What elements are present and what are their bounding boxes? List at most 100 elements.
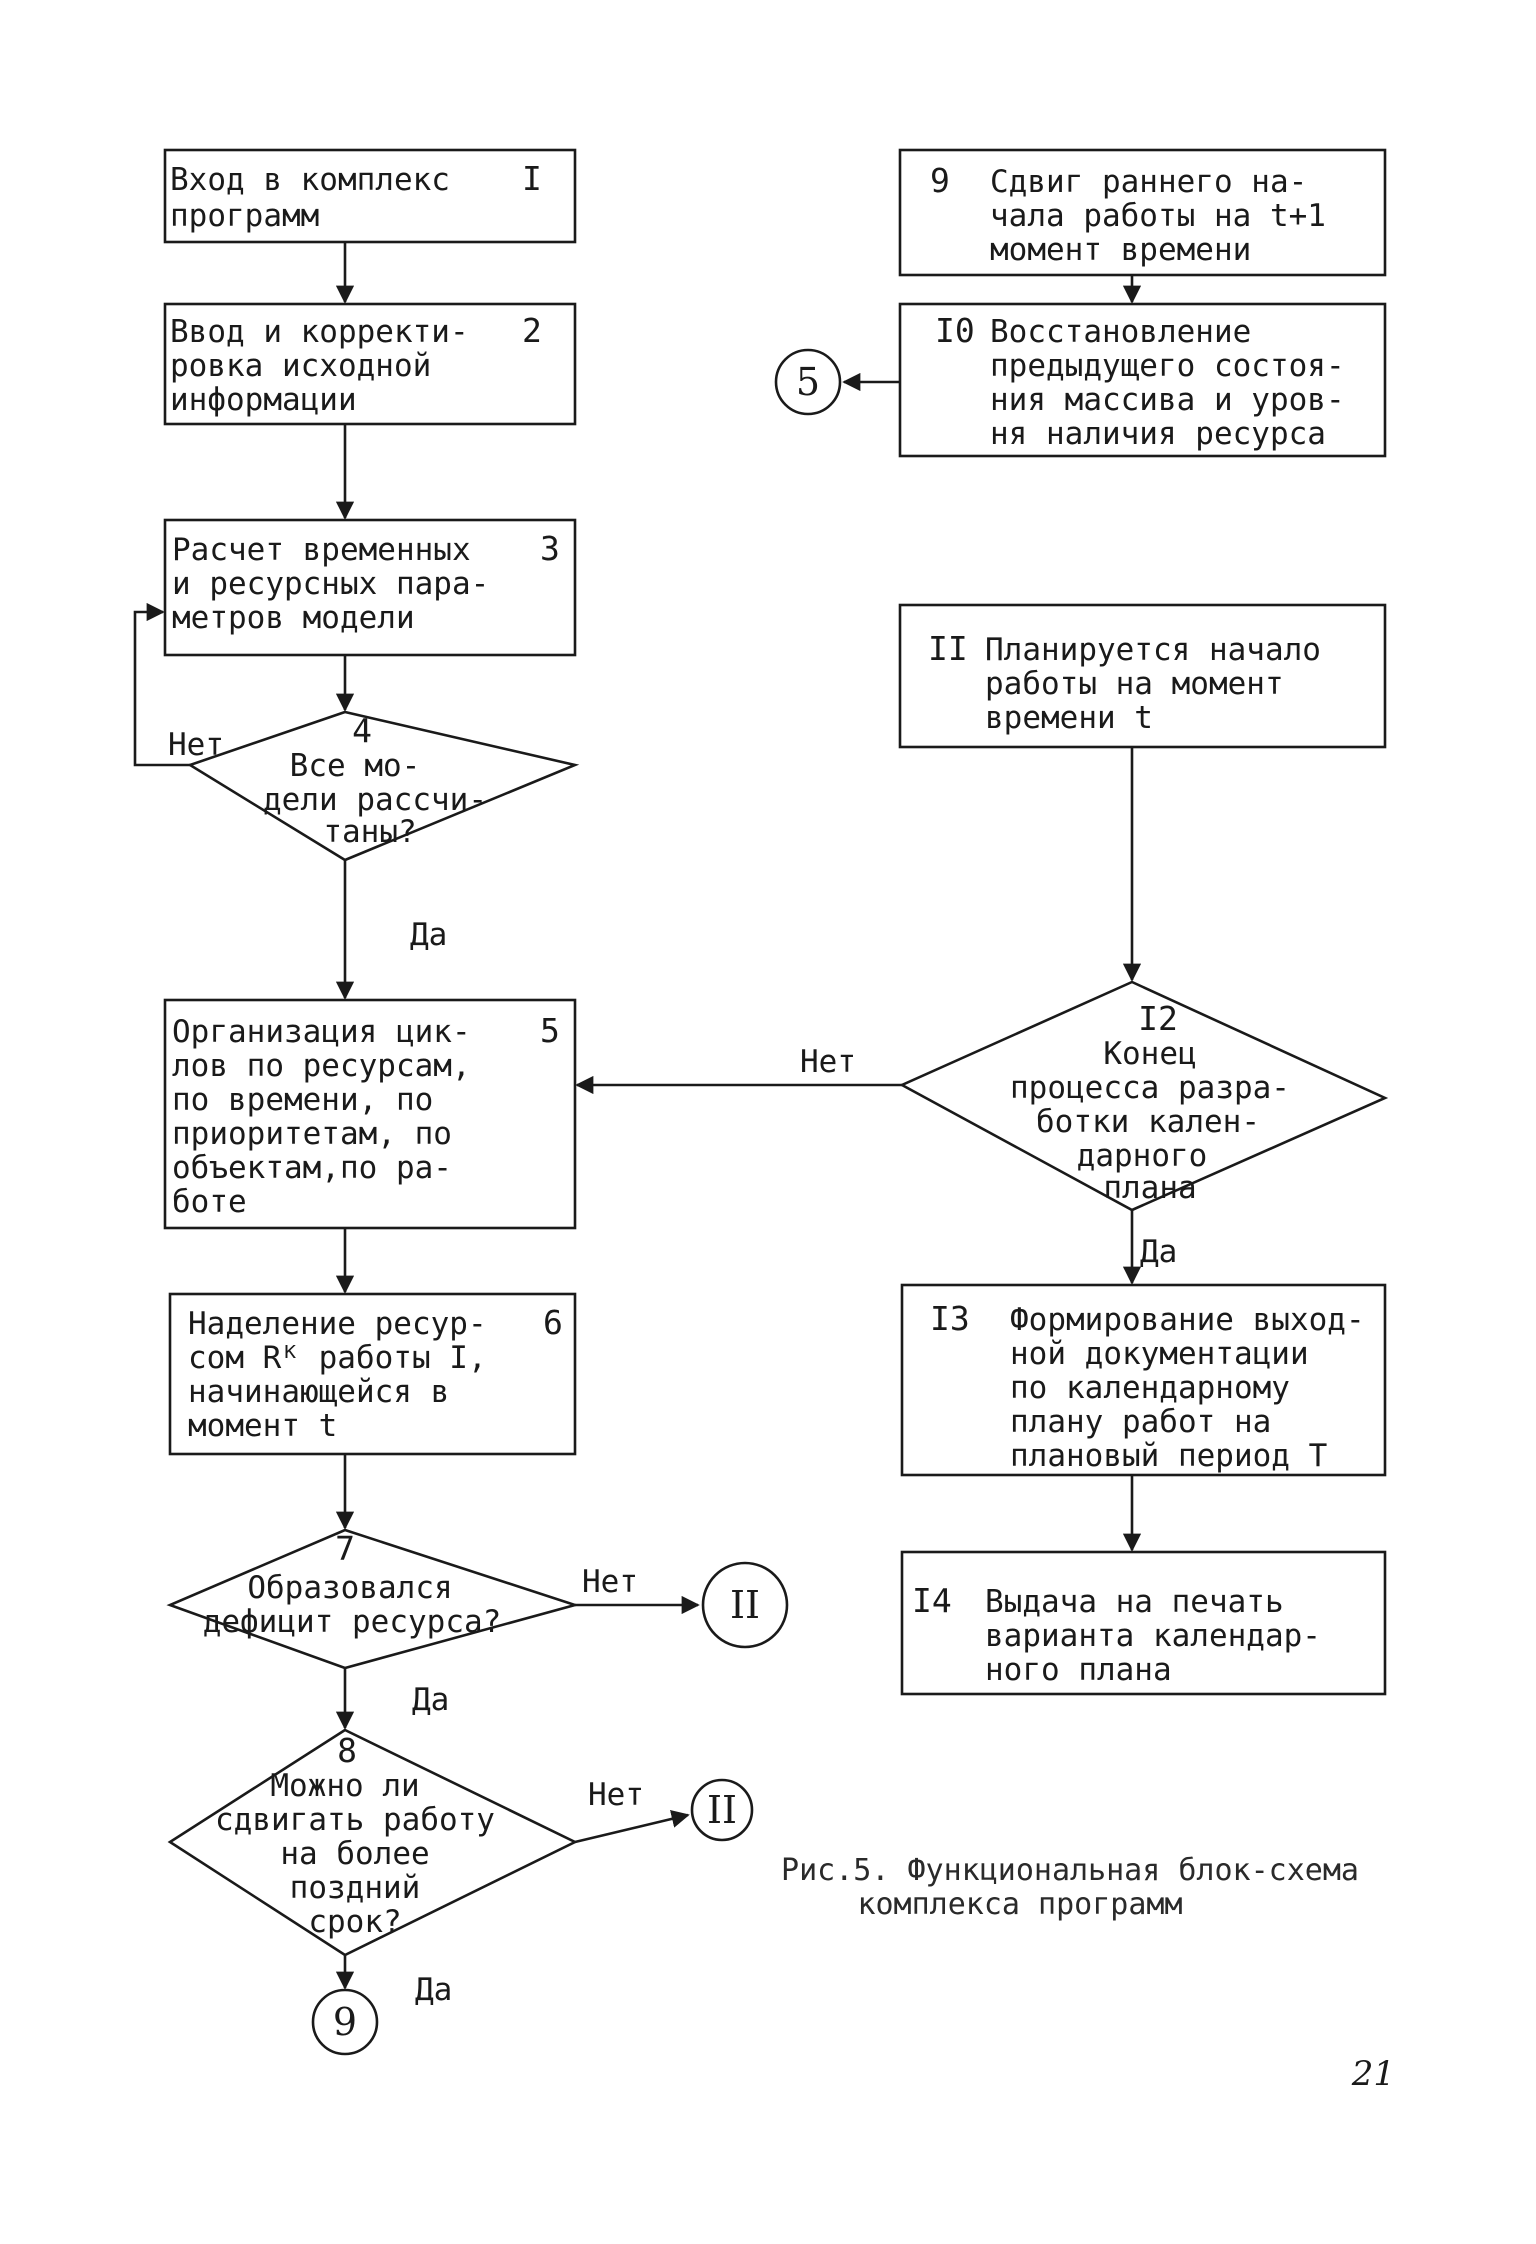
block-11-line-3: времени t	[985, 700, 1153, 736]
connector-11-a-label: II	[730, 1583, 760, 1627]
block-5-number: 5	[540, 1011, 560, 1050]
block-3-line-3: метров модели	[172, 600, 415, 636]
decision-4-no-label: Нет	[168, 727, 224, 763]
block-6-line-1: Наделение ресур-	[188, 1306, 487, 1342]
block-11-plan-start: II Планируется начало работы на момент в…	[898, 603, 1387, 749]
decision-4-line-2: дели рассчи-	[263, 782, 487, 818]
figure-caption-line-2: комплекса программ	[857, 1887, 1182, 1922]
connector-11-a: II	[701, 1561, 789, 1649]
block-5-line-2: лов по ресурсам,	[172, 1048, 471, 1084]
block-6-resource-allocation: Наделение ресур- сом Rᴷ работы I, начина…	[168, 1292, 577, 1456]
decision-8-line-2: сдвигать работу	[215, 1802, 495, 1838]
decision-12-no-label: Нет	[800, 1044, 856, 1080]
decision-12-number: I2	[1138, 999, 1178, 1038]
decision-7-line-2: дефицит ресурса?	[203, 1604, 502, 1640]
decision-7-line-1: Образовался	[247, 1570, 452, 1606]
block-2-line-3: информации	[170, 382, 357, 418]
decision-8-line-1: Можно ли	[270, 1768, 419, 1804]
decision-7-no-label: Нет	[582, 1564, 638, 1600]
block-2-line-2: ровка исходной	[170, 348, 431, 384]
block-2-data-input: Ввод и корректи- ровка исходной информац…	[163, 302, 577, 426]
decision-4-number: 4	[352, 711, 372, 750]
decision-7-number: 7	[335, 1529, 355, 1568]
decision-12-line-4: дарного	[1077, 1138, 1208, 1174]
block-13-number: I3	[930, 1299, 970, 1338]
block-14-line-3: ного плана	[985, 1652, 1172, 1688]
block-10-line-2: предыдущего состоя-	[990, 348, 1345, 384]
block-9-line-1: Сдвиг раннего на-	[990, 164, 1307, 200]
edge-8-no	[574, 1809, 690, 1844]
decision-8-line-5: срок?	[308, 1904, 401, 1940]
block-2-line-1: Ввод и корректи-	[170, 314, 469, 350]
decision-8-yes-label: Да	[415, 1972, 452, 2008]
decision-7-yes-label: Да	[412, 1682, 449, 1718]
block-5-cycle-organization: Организация цик- лов по ресурсам, по вре…	[163, 998, 577, 1230]
decision-4-all-models-calculated: 4 Все мо- дели рассчи- таны?	[186, 710, 580, 862]
block-3-line-1: Расчет временных	[172, 532, 471, 568]
decision-12-plan-complete: I2 Конец процесса разра- ботки кален- да…	[899, 980, 1389, 1212]
block-6-line-2: сом Rᴷ работы I,	[188, 1340, 487, 1376]
decision-7-resource-deficit: 7 Образовался дефицит ресурса?	[166, 1528, 580, 1670]
decision-4-yes-label: Да	[410, 917, 447, 953]
block-13-line-4: плану работ на	[1010, 1404, 1271, 1440]
block-6-line-4: момент t	[188, 1408, 337, 1444]
block-1-number: I	[522, 159, 542, 198]
figure-caption-line-1: Рис.5. Функциональная блок-схема	[781, 1853, 1359, 1888]
block-9-line-3: момент времени	[990, 232, 1251, 268]
decision-12-line-2: процесса разра-	[1010, 1070, 1290, 1106]
block-10-line-3: ния массива и уров-	[990, 382, 1345, 418]
block-13-line-2: ной документации	[1010, 1336, 1309, 1372]
block-3-model-calculation: Расчет временных и ресурсных пара- метро…	[163, 518, 577, 657]
page-number: 21	[1351, 2054, 1395, 2094]
connector-5-label: 5	[796, 360, 820, 404]
decision-8-no-label: Нет	[588, 1777, 644, 1813]
block-13-line-1: Формирование выход-	[1010, 1302, 1365, 1338]
decision-8-line-4: поздний	[290, 1870, 421, 1906]
block-13-output-documents: I3 Формирование выход- ной документации …	[900, 1283, 1387, 1477]
block-14-line-2: варианта календар-	[985, 1618, 1321, 1654]
decision-4-line-1: Все мо-	[290, 748, 421, 784]
block-6-number: 6	[543, 1303, 563, 1342]
decision-12-yes-label: Да	[1140, 1234, 1177, 1270]
block-1-line-2: программ	[170, 198, 319, 234]
block-2-number: 2	[522, 311, 542, 350]
block-9-number: 9	[930, 161, 950, 200]
block-14-print-plan: I4 Выдача на печать варианта календар- н…	[900, 1550, 1387, 1696]
decision-8-number: 8	[337, 1731, 357, 1770]
block-11-number: II	[928, 629, 968, 668]
block-5-line-4: приоритетам, по	[172, 1116, 452, 1152]
edge-4-no-loop	[133, 602, 190, 767]
decision-12-line-1: Конец	[1103, 1036, 1196, 1072]
connector-11-b-label: II	[707, 1788, 737, 1832]
decision-4-line-3: таны?	[323, 814, 416, 850]
block-1-line-1: Вход в комплекс	[170, 162, 450, 198]
block-5-line-6: боте	[172, 1184, 247, 1220]
block-13-line-3: по календарному	[1010, 1370, 1290, 1406]
block-13-line-5: плановый период Т	[1010, 1438, 1327, 1474]
decision-12-line-5: плана	[1103, 1170, 1196, 1206]
decision-8-line-3: на более	[280, 1836, 429, 1872]
block-11-line-2: работы на момент	[985, 666, 1284, 702]
block-9-line-2: чала работы на t+1	[990, 198, 1326, 234]
block-5-line-3: по времени, по	[172, 1082, 433, 1118]
decision-8-can-shift-work: 8 Можно ли сдвигать работу на более позд…	[167, 1728, 578, 1957]
block-10-restore-state: I0 Восстановление предыдущего состоя- ни…	[898, 302, 1387, 458]
block-14-number: I4	[912, 1581, 952, 1620]
block-10-line-1: Восстановление	[990, 314, 1251, 350]
block-10-number: I0	[935, 311, 975, 350]
connector-9: 9	[311, 1988, 379, 2056]
connector-9-label: 9	[333, 2000, 357, 2044]
block-14-line-1: Выдача на печать	[985, 1584, 1284, 1620]
decision-12-line-3: ботки кален-	[1036, 1104, 1260, 1140]
connector-11-b: II	[690, 1778, 754, 1842]
block-1-program-entry: Вход в комплекс программ I	[163, 148, 577, 244]
block-6-line-3: начинающейся в	[188, 1374, 449, 1410]
block-5-line-5: объектам,по ра-	[172, 1150, 452, 1186]
block-9-shift-early-start: 9 Сдвиг раннего на- чала работы на t+1 м…	[898, 148, 1387, 277]
block-3-line-2: и ресурсных пара-	[172, 566, 489, 602]
connector-5: 5	[774, 348, 842, 416]
block-11-line-1: Планируется начало	[985, 632, 1321, 668]
block-3-number: 3	[540, 529, 560, 568]
block-10-line-4: ня наличия ресурса	[990, 416, 1326, 452]
